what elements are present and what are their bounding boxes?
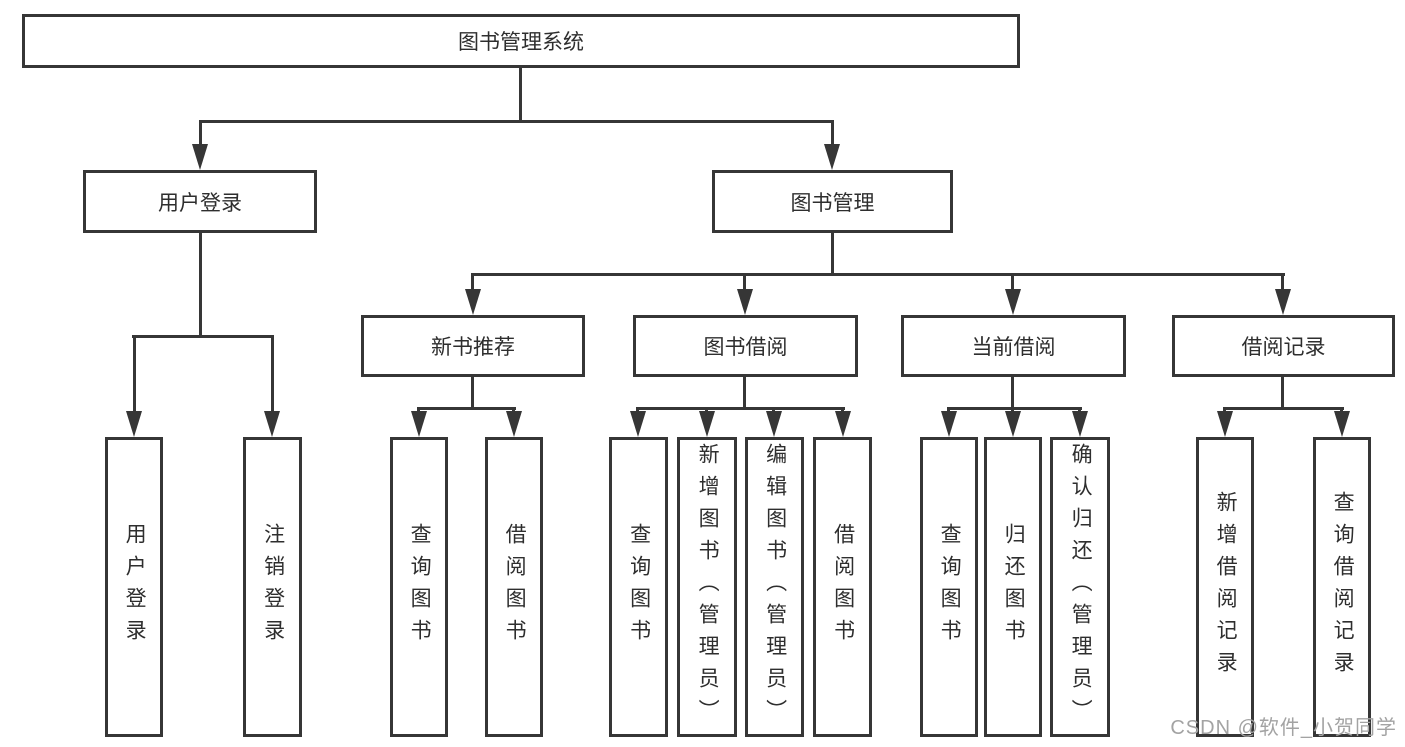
node-user-login-label: 用户登录 (158, 191, 242, 215)
leaf-return-books-label: 归还图书 (1002, 523, 1026, 651)
leaf-query-borrow-record: 查询借阅记录 (1313, 437, 1371, 737)
connector-to-user-login (199, 120, 202, 146)
leaf-borrow-books-recommend-label: 借阅图书 (503, 523, 527, 651)
leaf-query-books-recommend-label: 查询图书 (408, 523, 432, 651)
arrow-down-icon (941, 411, 957, 437)
arrow-down-icon (630, 411, 646, 437)
connector-new-book-branch (417, 407, 516, 410)
leaf-query-books-borrowing-label: 查询图书 (627, 523, 651, 651)
connector-to-borrowing-records (1281, 273, 1284, 293)
connector-user-login-branch (132, 335, 274, 338)
node-root: 图书管理系统 (22, 14, 1020, 68)
leaf-confirm-return-admin-label: 确认归还（管理员） (1069, 443, 1093, 731)
arrow-down-icon (465, 289, 481, 315)
leaf-add-borrow-record-label: 新增借阅记录 (1214, 491, 1238, 683)
leaf-add-book-admin: 新增图书（管理员） (677, 437, 737, 737)
node-current-borrowing: 当前借阅 (901, 315, 1126, 377)
connector-root-branch (199, 120, 834, 123)
connector-current-borrowing-branch (947, 407, 1082, 410)
connector-to-leaf-user-login (133, 335, 136, 413)
leaf-logout: 注销登录 (243, 437, 302, 737)
arrow-down-icon (264, 411, 280, 437)
connector-user-login-stem (199, 230, 202, 335)
connector-root-stem (519, 66, 522, 120)
arrow-down-icon (824, 144, 840, 170)
node-new-book-recommend-label: 新书推荐 (431, 336, 515, 359)
node-book-borrowing-label: 图书借阅 (703, 336, 788, 359)
arrow-down-icon (835, 411, 851, 437)
arrow-down-icon (1072, 411, 1088, 437)
leaf-add-borrow-record: 新增借阅记录 (1196, 437, 1254, 737)
connector-to-current-borrowing (1011, 273, 1014, 293)
leaf-logout-label: 注销登录 (261, 523, 285, 651)
connector-current-borrowing-stem (1011, 374, 1014, 407)
leaf-user-login-label: 用户登录 (123, 523, 147, 651)
arrow-down-icon (766, 411, 782, 437)
leaf-return-books: 归还图书 (984, 437, 1042, 737)
arrow-down-icon (737, 289, 753, 315)
node-book-management: 图书管理 (712, 170, 953, 233)
arrow-down-icon (126, 411, 142, 437)
leaf-add-book-admin-label: 新增图书（管理员） (696, 443, 720, 731)
arrow-down-icon (1334, 411, 1350, 437)
arrow-down-icon (1005, 289, 1021, 315)
connector-book-borrowing-branch (636, 407, 845, 410)
node-user-login: 用户登录 (83, 170, 317, 233)
node-book-borrowing: 图书借阅 (633, 315, 858, 377)
arrow-down-icon (411, 411, 427, 437)
leaf-borrow-books-borrowing-label: 借阅图书 (831, 523, 855, 651)
leaf-user-login: 用户登录 (105, 437, 163, 737)
leaf-edit-book-admin-label: 编辑图书（管理员） (763, 443, 787, 731)
connector-book-management-branch (471, 273, 1285, 276)
connector-borrowing-records-branch (1223, 407, 1344, 410)
node-book-management-label: 图书管理 (790, 191, 875, 215)
connector-borrowing-records-stem (1281, 374, 1284, 407)
node-new-book-recommend: 新书推荐 (361, 315, 585, 377)
connector-to-book-borrowing (743, 273, 746, 293)
leaf-edit-book-admin: 编辑图书（管理员） (745, 437, 804, 737)
arrow-down-icon (1275, 289, 1291, 315)
arrow-down-icon (192, 144, 208, 170)
leaf-query-borrow-record-label: 查询借阅记录 (1331, 491, 1355, 683)
arrow-down-icon (506, 411, 522, 437)
leaf-borrow-books-recommend: 借阅图书 (485, 437, 543, 737)
node-current-borrowing-label: 当前借阅 (971, 336, 1056, 359)
connector-to-leaf-logout (271, 335, 274, 413)
leaf-query-books-current: 查询图书 (920, 437, 978, 737)
arrow-down-icon (1005, 411, 1021, 437)
node-borrowing-records: 借阅记录 (1172, 315, 1395, 377)
connector-new-book-stem (471, 374, 474, 407)
node-borrowing-records-label: 借阅记录 (1241, 336, 1326, 359)
leaf-borrow-books-borrowing: 借阅图书 (813, 437, 872, 737)
arrow-down-icon (699, 411, 715, 437)
arrow-down-icon (1217, 411, 1233, 437)
leaf-confirm-return-admin: 确认归还（管理员） (1050, 437, 1110, 737)
connector-book-management-stem (831, 230, 834, 273)
node-root-label: 图书管理系统 (458, 31, 584, 54)
connector-book-borrowing-stem (743, 374, 746, 407)
leaf-query-books-recommend: 查询图书 (390, 437, 448, 737)
watermark: CSDN @软件_小贺同学 (1170, 717, 1397, 739)
leaf-query-books-borrowing: 查询图书 (609, 437, 668, 737)
connector-to-book-management (831, 120, 834, 146)
leaf-query-books-current-label: 查询图书 (938, 523, 962, 651)
connector-to-new-book (471, 273, 474, 293)
